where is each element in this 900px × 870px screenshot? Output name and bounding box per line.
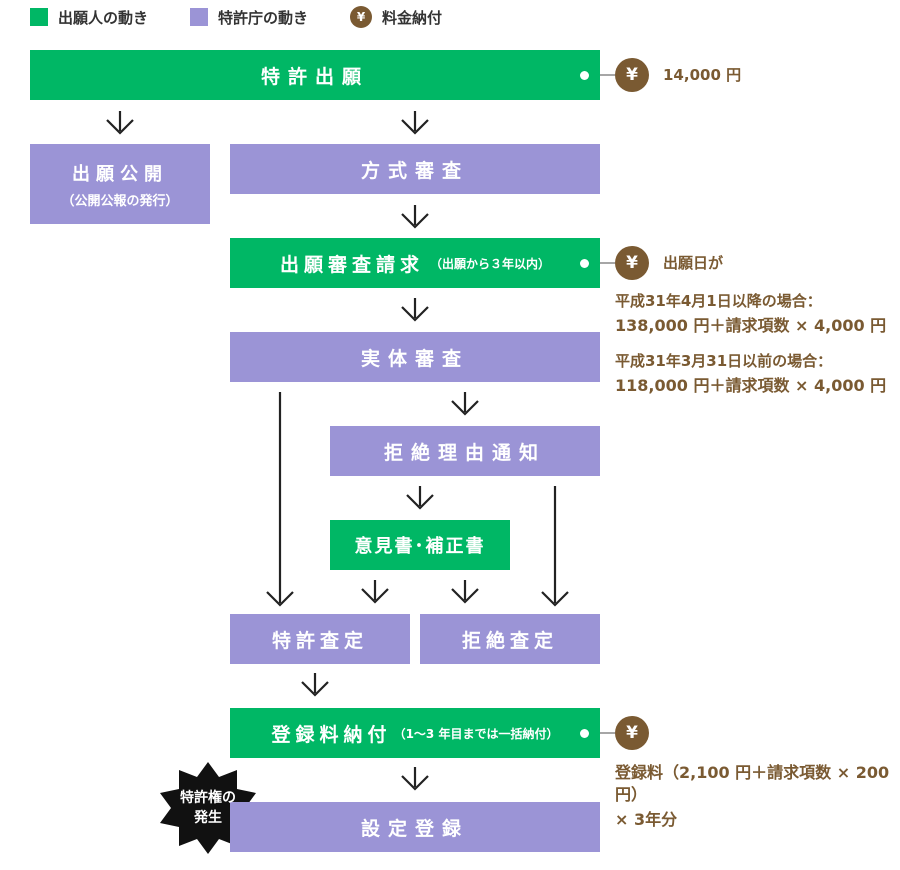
yen-icon: ¥ bbox=[350, 6, 373, 28]
fee-exam-before: 平成31年3月31日以前の場合： 118,000 円＋請求項数 × 4,000 … bbox=[615, 350, 886, 397]
badge-line1: 特許権の bbox=[180, 790, 236, 806]
yen-icon: ¥ bbox=[615, 716, 649, 750]
fee-exam-after-label: 平成31年4月1日以降の場合： bbox=[615, 292, 822, 310]
fee-registration-line1: 登録料（2,100 円＋請求項数 × 200 円） bbox=[615, 763, 890, 804]
fee-exam-before-label: 平成31年3月31日以前の場合： bbox=[615, 352, 833, 370]
legend-office: 特許庁の動き bbox=[190, 7, 308, 28]
legend-fee: ¥ 料金納付 bbox=[350, 6, 442, 28]
fee-registration: 登録料（2,100 円＋請求項数 × 200 円） × 3年分 bbox=[615, 762, 900, 831]
step-substantive: 実体審査 bbox=[230, 332, 600, 382]
step-substantive-label: 実体審査 bbox=[360, 347, 469, 370]
step-formality: 方式審査 bbox=[230, 144, 600, 194]
step-formality-label: 方式審査 bbox=[360, 159, 469, 182]
step-application: 特許出願 bbox=[30, 50, 600, 100]
step-rejection-notice: 拒絶理由通知 bbox=[330, 426, 600, 476]
fee-exam-after: 平成31年4月1日以降の場合： 138,000 円＋請求項数 × 4,000 円 bbox=[615, 290, 886, 337]
step-grant-decision-label: 特許査定 bbox=[271, 629, 368, 652]
fee-exam-header: 出願日が bbox=[663, 254, 724, 272]
step-response: 意見書･補正書 bbox=[330, 520, 510, 570]
legend-applicant: 出願人の動き bbox=[30, 7, 148, 28]
step-publication-label: 出願公開 bbox=[72, 163, 168, 185]
step-publication-sub: （公開公報の発行） bbox=[61, 193, 179, 209]
legend: 出願人の動き 特許庁の動き ¥ 料金納付 bbox=[30, 6, 484, 28]
step-registration-fee-sub: （1～3 年目までは一括納付） bbox=[393, 726, 559, 741]
yen-icon: ¥ bbox=[615, 246, 649, 280]
step-response-label: 意見書･補正書 bbox=[354, 536, 486, 557]
fee-dot-exam bbox=[580, 259, 589, 268]
legend-green-square bbox=[30, 8, 48, 26]
patent-right-badge-text: 特許権の 発生 bbox=[168, 788, 248, 828]
step-registration-fee: 登録料納付 （1～3 年目までは一括納付） bbox=[230, 708, 600, 758]
legend-fee-label: 料金納付 bbox=[382, 8, 443, 27]
fee-application: 14,000 円 bbox=[663, 66, 742, 84]
legend-purple-square bbox=[190, 8, 209, 26]
step-rejection-decision-label: 拒絶査定 bbox=[461, 629, 558, 652]
fee-exam-after-value: 138,000 円＋請求項数 × 4,000 円 bbox=[615, 316, 887, 335]
fee-dot-application bbox=[580, 71, 589, 80]
step-registration-fee-label: 登録料納付 bbox=[271, 723, 392, 746]
step-rejection-decision: 拒絶査定 bbox=[420, 614, 600, 664]
step-rejection-notice-label: 拒絶理由通知 bbox=[383, 441, 546, 464]
badge-line2: 発生 bbox=[194, 810, 222, 826]
step-grant-decision: 特許査定 bbox=[230, 614, 410, 664]
step-exam-request-sub: （出願から３年以内） bbox=[430, 256, 551, 271]
legend-applicant-label: 出願人の動き bbox=[58, 8, 149, 27]
step-registration: 設定登録 bbox=[230, 802, 600, 852]
step-application-label: 特許出願 bbox=[260, 65, 369, 88]
fee-exam-before-value: 118,000 円＋請求項数 × 4,000 円 bbox=[615, 376, 887, 395]
step-exam-request: 出願審査請求 （出願から３年以内） bbox=[230, 238, 600, 288]
step-registration-label: 設定登録 bbox=[360, 817, 469, 840]
fee-registration-line2: × 3年分 bbox=[615, 810, 678, 829]
step-exam-request-label: 出願審査請求 bbox=[279, 253, 424, 276]
yen-icon: ¥ bbox=[615, 58, 649, 92]
legend-office-label: 特許庁の動き bbox=[218, 8, 309, 27]
fee-dot-registration bbox=[580, 729, 589, 738]
step-publication: 出願公開 （公開公報の発行） bbox=[30, 144, 210, 224]
